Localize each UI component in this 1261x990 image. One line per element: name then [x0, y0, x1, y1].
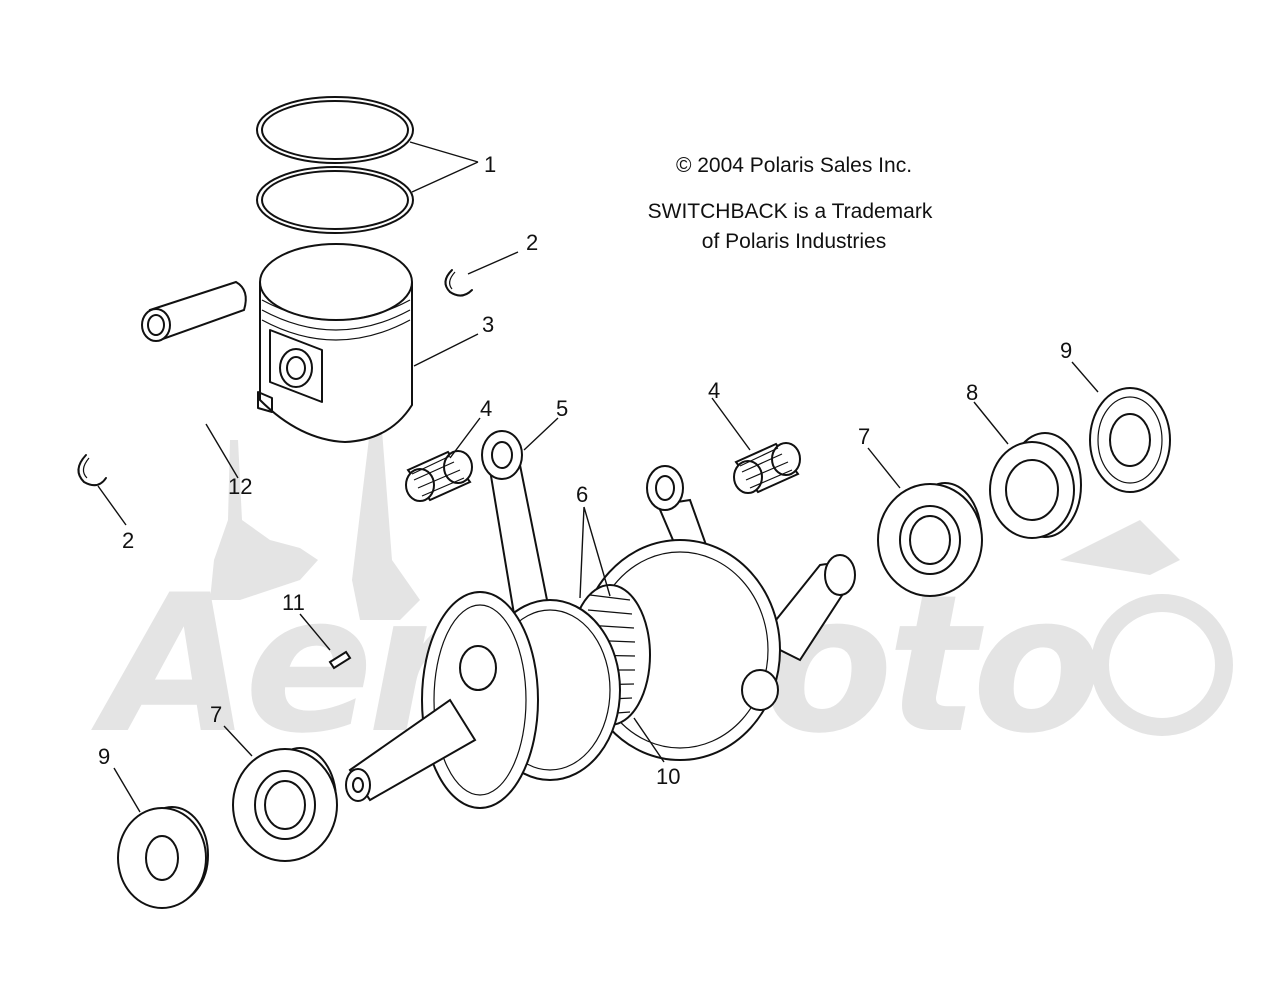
callout-2-right: 2	[526, 230, 538, 255]
trademark-line-2: of Polaris Industries	[702, 230, 886, 253]
trademark-line-1: SWITCHBACK is a Trademark	[648, 200, 933, 223]
ball-bearing-right	[877, 482, 983, 597]
callout-10: 10	[656, 764, 680, 789]
needle-bearing-left	[405, 450, 473, 502]
callout-7-left: 7	[210, 702, 222, 727]
copyright-line: © 2004 Polaris Sales Inc.	[676, 154, 912, 177]
piston	[257, 243, 413, 444]
circlip-left	[77, 454, 107, 487]
wrist-pin	[141, 280, 247, 342]
callout-7-right: 7	[858, 424, 870, 449]
callout-12: 12	[228, 474, 252, 499]
callout-numbers: 1 2 3 12 2 4 5 6 4 7 8 9 10 11 7 9	[98, 152, 1072, 789]
crankshaft	[345, 430, 856, 809]
callout-6: 6	[576, 482, 588, 507]
woodruff-key	[328, 650, 352, 670]
callout-8: 8	[966, 380, 978, 405]
callout-1: 1	[484, 152, 496, 177]
callout-2-left: 2	[122, 528, 134, 553]
washer-right	[1089, 387, 1171, 493]
ball-bearing-left	[232, 747, 338, 862]
callout-9-left: 9	[98, 744, 110, 769]
piston-rings	[256, 96, 414, 234]
callout-11: 11	[282, 590, 305, 615]
washer-left	[117, 806, 209, 909]
callout-3: 3	[482, 312, 494, 337]
circlip-right	[444, 269, 473, 297]
callout-5: 5	[556, 396, 568, 421]
oil-seal	[989, 432, 1082, 539]
callout-4-right: 4	[708, 378, 720, 403]
callout-4-left: 4	[480, 396, 492, 421]
copyright-notes: © 2004 Polaris Sales Inc. SWITCHBACK is …	[648, 154, 933, 253]
leader-lines	[97, 141, 1099, 813]
callout-9-right: 9	[1060, 338, 1072, 363]
needle-bearing-right	[733, 442, 801, 494]
